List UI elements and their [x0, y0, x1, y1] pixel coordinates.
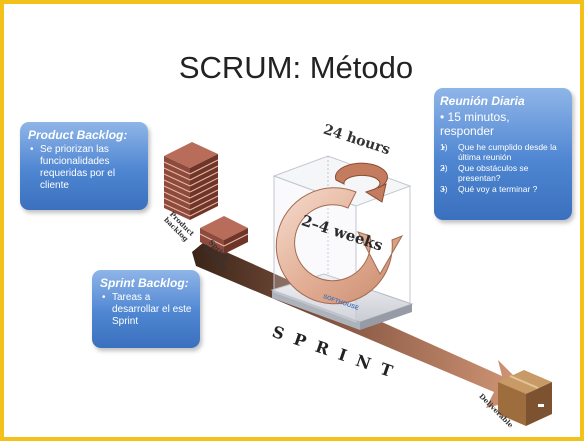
- product-backlog-heading: Product Backlog:: [28, 128, 128, 142]
- sprint-backlog-callout: Sprint Backlog: Tareas a desarrollar el …: [92, 270, 200, 348]
- daily-question-number: 3): [440, 184, 448, 194]
- daily-question-text: Qué voy a terminar ?: [458, 184, 538, 194]
- daily-meeting-heading: Reunión Diaria: [440, 94, 525, 108]
- product-backlog-callout: Product Backlog: Se priorizan las funcio…: [20, 122, 148, 210]
- daily-question-text: Que he cumplido desde la última reunión: [458, 142, 557, 162]
- product-backlog-item: Se priorizan las funcionalidades requeri…: [28, 144, 142, 192]
- daily-cycle-arrow: [334, 162, 388, 203]
- slide-title: SCRUM: Método: [178, 50, 414, 85]
- deliverable-box: [498, 370, 552, 426]
- sprint-backlog-heading: Sprint Backlog:: [100, 276, 189, 290]
- sprint-cycle-arrow: [275, 187, 404, 305]
- daily-meeting-subtitle: • 15 minutos, responder: [440, 110, 510, 138]
- scrum-diagram: [163, 142, 552, 426]
- sprint-backlog-stack: [199, 216, 249, 254]
- daily-question-number: 2): [440, 163, 448, 173]
- daily-question: 3) Qué voy a terminar ?: [440, 184, 566, 194]
- product-backlog-stack: [163, 142, 219, 220]
- daily-question-text: Que obstáculos se presentan?: [458, 163, 529, 183]
- sprint-backlog-item: Tareas a desarrollar el este Sprint: [100, 292, 194, 328]
- daily-question-number: 1): [440, 142, 448, 152]
- daily-question: 1) Que he cumplido desde la última reuni…: [440, 142, 566, 162]
- daily-meeting-callout: Reunión Diaria • 15 minutos, responder 1…: [434, 88, 572, 220]
- daily-question: 2) Que obstáculos se presentan?: [440, 163, 566, 183]
